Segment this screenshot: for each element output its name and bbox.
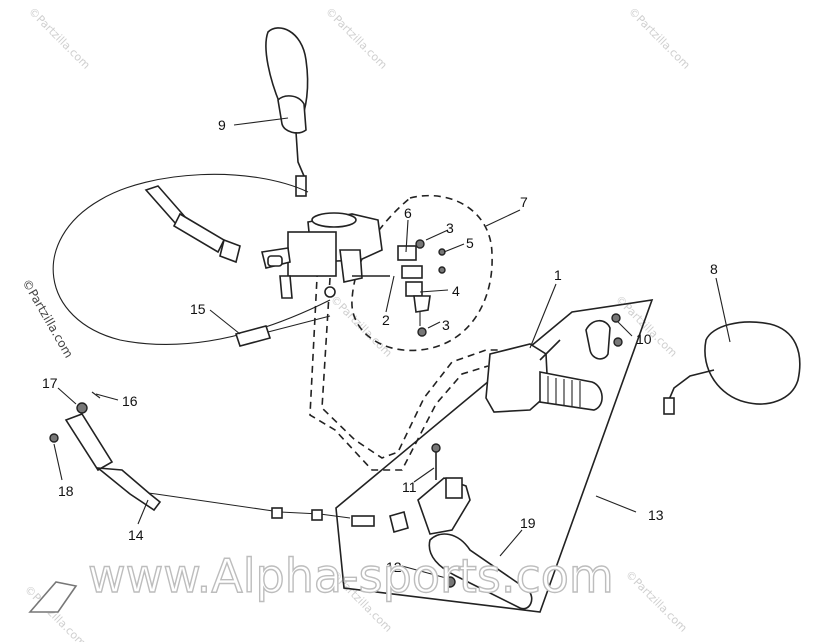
callout-3b: 3 (442, 317, 450, 333)
watermark-small: ©Partzilla.com (26, 5, 93, 72)
watermark-small: ©Partzilla.com (626, 5, 693, 72)
watermark-side: ©Partzilla.com (19, 277, 76, 361)
cables (49, 173, 351, 521)
callout-9: 9 (218, 117, 226, 133)
callout-3a: 3 (446, 220, 454, 236)
switch-housing-and-grip (485, 339, 603, 413)
clamp-assembly (585, 313, 623, 360)
callout-18: 18 (58, 483, 74, 499)
callout-6: 6 (404, 205, 412, 221)
mirror-right (663, 321, 801, 415)
watermark-large: www.Alpha-sports.com (88, 549, 614, 603)
callout-15: 15 (190, 301, 206, 317)
callout-16: 16 (122, 393, 138, 409)
switch-parts (397, 239, 446, 337)
lever-assembly (351, 443, 533, 610)
callout-5: 5 (466, 235, 474, 251)
watermark-small: ©Partzilla.com (623, 568, 690, 635)
callout-17: 17 (42, 375, 58, 391)
handlebar-outline (309, 257, 500, 471)
callout-13: 13 (648, 507, 664, 523)
callout-8: 8 (710, 261, 718, 277)
callout-4: 4 (452, 283, 460, 299)
bottom-watermark: www.Alpha-sports.com (28, 548, 614, 613)
watermark-small: ©Partzilla.com (323, 5, 390, 72)
callout-7: 7 (520, 194, 528, 210)
mirror-left (265, 27, 309, 197)
callout-12: 12 (386, 559, 402, 575)
callout-10: 10 (636, 331, 652, 347)
callout-labels: 1 2 3 3 4 5 6 7 8 9 10 11 12 13 14 15 16… (42, 117, 718, 575)
callout-19: 19 (520, 515, 536, 531)
callout-1: 1 (554, 267, 562, 283)
callout-2: 2 (382, 312, 390, 328)
group-13-outline (335, 299, 654, 613)
logo-mark (28, 581, 78, 613)
callout-11: 11 (402, 479, 417, 495)
leader-lines (53, 117, 731, 579)
left-control-assembly (261, 212, 390, 299)
callout-14: 14 (128, 527, 144, 543)
